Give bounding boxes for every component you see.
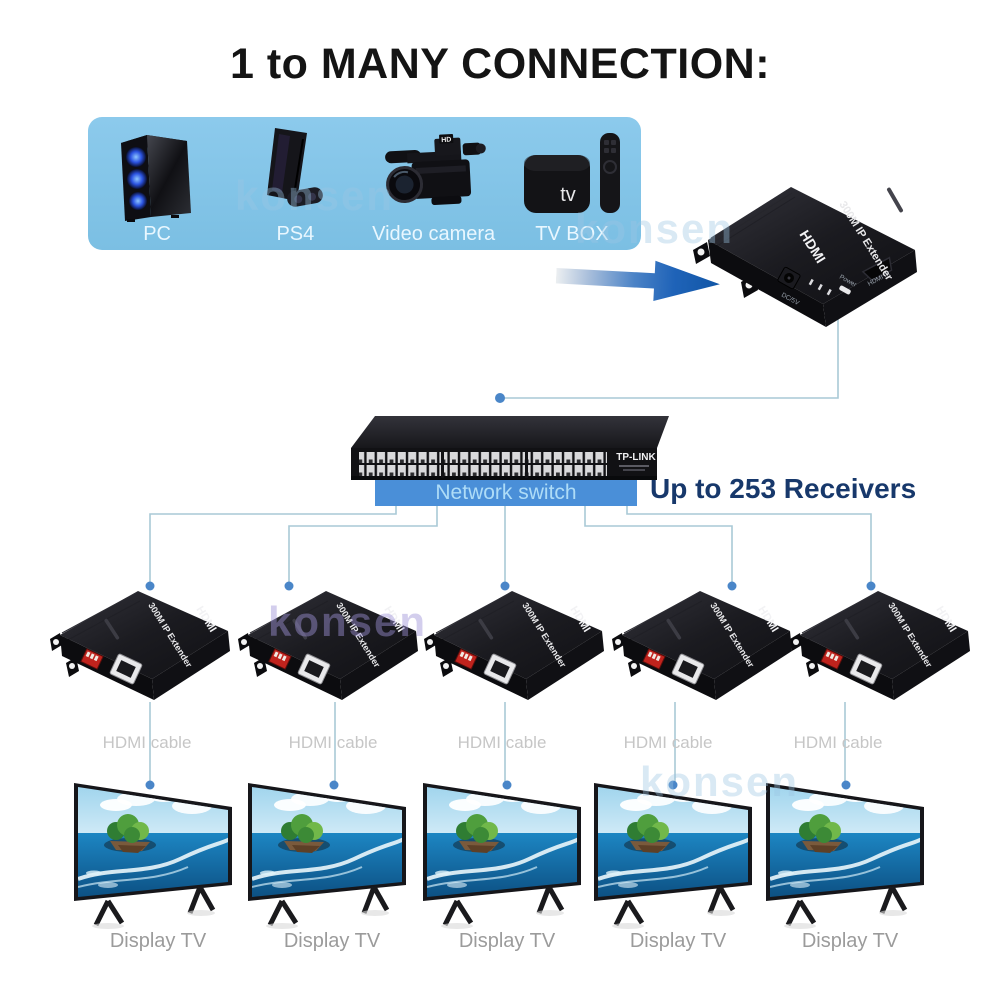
hdmi-in-port-icon: [861, 256, 893, 282]
display-tv-3: [417, 775, 597, 935]
hdmi-cable-label-2: HDMI cable: [288, 733, 378, 752]
ps4-console-icon: [267, 128, 324, 207]
tv-box-icon: tv: [523, 133, 620, 213]
receiver-device-1: [50, 583, 240, 705]
hdmi-cable-label-5: HDMI cable: [793, 733, 883, 752]
display-tv-5: [760, 775, 940, 935]
switch-ports-icon: [359, 450, 607, 478]
hdmi-cable-label-4: HDMI cable: [623, 733, 713, 752]
gamepad-icon: [287, 187, 324, 207]
sources-banner: PC PS4: [88, 117, 641, 250]
display-tv-4: [588, 775, 768, 935]
source-label-video-camera: Video camera: [372, 223, 496, 245]
display-tv-label-4: Display TV: [629, 930, 727, 952]
receivers-note: Up to 253 Receivers: [650, 473, 917, 504]
display-tv-1: [68, 775, 248, 935]
display-tv-label-2: Display TV: [283, 930, 381, 952]
source-video-camera: HD Video camera: [365, 117, 503, 250]
power-switch-icon: [839, 285, 851, 295]
hdmi-cable-label-1: HDMI cable: [102, 733, 192, 752]
status-leds-icon: [808, 278, 832, 296]
switch-brand-text: TP-LINK: [616, 452, 656, 463]
source-label-pc: PC: [143, 223, 172, 245]
dc-jack-icon: [777, 266, 801, 290]
display-tv-label-3: Display TV: [458, 930, 556, 952]
transmitter-device: DC/5V Power HDMI In 300M IP Extender HDM…: [693, 187, 917, 327]
video-camera-icon: HD: [384, 134, 486, 206]
tv-box-text: tv: [560, 184, 576, 206]
camera-hd-badge: HD: [441, 137, 451, 145]
pc-tower-icon: [121, 135, 192, 222]
source-label-ps4: PS4: [276, 223, 315, 245]
receiver-device-4: [612, 583, 802, 705]
source-label-tv-box: TV BOX: [535, 223, 609, 245]
remote-icon: [599, 133, 620, 213]
display-tv-2: [242, 775, 422, 935]
receiver-device-5: [790, 583, 980, 705]
display-tv-label-1: Display TV: [109, 930, 207, 952]
page-title: 1 to MANY CONNECTION:: [229, 40, 771, 88]
network-switch-bar: Network switch: [375, 479, 637, 506]
hdmi-cable-label-3: HDMI cable: [457, 733, 547, 752]
source-pc: PC: [88, 117, 226, 250]
source-tv-box: tv TV BOX: [503, 117, 641, 250]
receiver-device-3: [424, 583, 614, 705]
network-switch-label: Network switch: [435, 480, 577, 504]
source-ps4: PS4: [226, 117, 364, 250]
display-tv-label-5: Display TV: [801, 930, 899, 952]
network-switch-device: TP-LINK: [351, 416, 669, 480]
receiver-device-2: [238, 583, 428, 705]
